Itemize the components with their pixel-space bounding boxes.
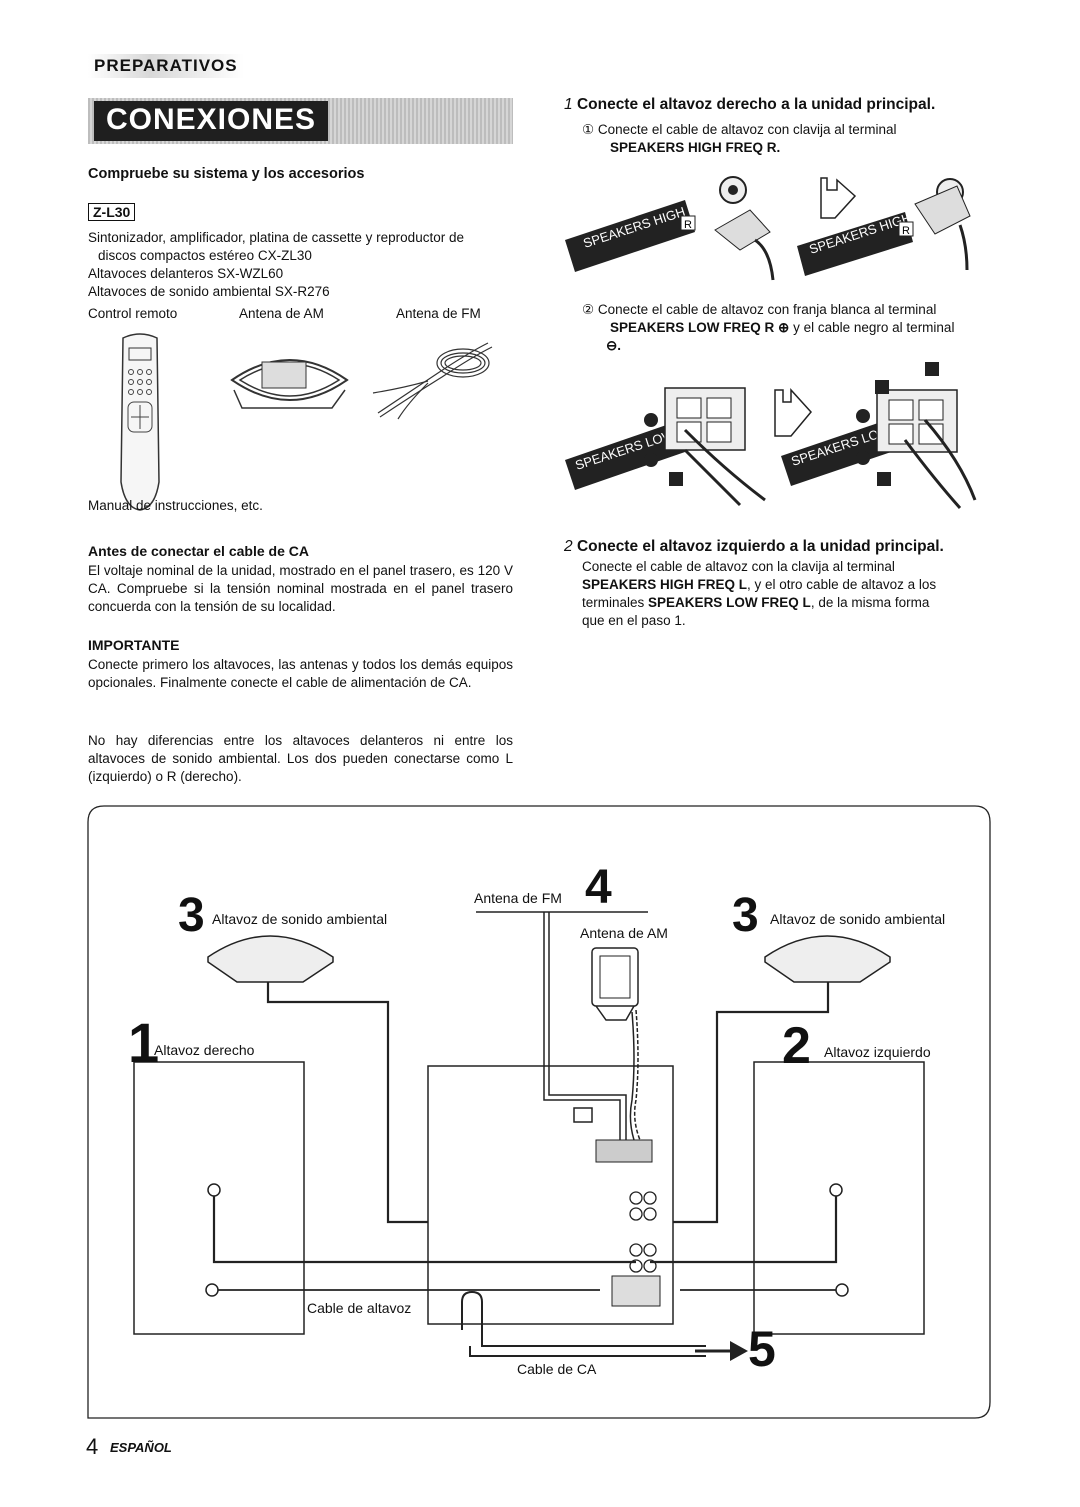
manual-line: Manual de instrucciones, etc.	[88, 498, 263, 513]
step-1-number: 1	[564, 96, 573, 113]
low-freq-connection-illustration: SPEAKERS LOW FREQ SPEAKERS LOW FREQ	[565, 362, 977, 509]
step-2-title: Conecte el altavoz izquierdo a la unidad…	[576, 538, 944, 555]
step-1a-marker: ①	[582, 122, 595, 137]
page-number: 4	[86, 1434, 99, 1459]
step-1b-text: Conecte el cable de altavoz con franja b…	[597, 302, 937, 317]
remote-control-illustration	[120, 333, 160, 511]
step-2-line-2-rest: , y el otro cable de altavoz a los	[747, 577, 937, 592]
step-2-line-3: terminales SPEAKERS LOW FREQ L, de la mi…	[582, 594, 990, 612]
r-mark-2: R	[902, 225, 910, 237]
step-2-number: 2	[564, 538, 573, 555]
high-freq-connection-illustration: SPEAKERS HIGH FREQ R SPEAKERS HIGH FREQ …	[565, 176, 971, 281]
step-1b: ② Conecte el cable de altavoz con franja…	[582, 301, 990, 319]
diagram-frame	[87, 805, 991, 1419]
system-line-2: discos compactos estéreo CX-ZL30	[98, 248, 312, 263]
model-badge: Z-L30	[88, 203, 136, 221]
step-2-high-terminal: SPEAKERS HIGH FREQ L	[582, 577, 748, 592]
step-2-line-2: SPEAKERS HIGH FREQ L, y el otro cable de…	[582, 576, 990, 594]
left-speaker-number: 2	[782, 1017, 811, 1075]
surround-left-label: Altavoz de sonido ambiental	[770, 911, 946, 927]
fm-antenna-illustration	[372, 342, 493, 420]
right-speaker-label: Altavoz derecho	[154, 1042, 255, 1058]
am-antenna	[591, 947, 639, 1007]
right-speaker-number: 1	[128, 1011, 160, 1074]
note-text: No hay diferencias entre los altavoces d…	[88, 733, 513, 784]
step-2-line-3-pre: terminales	[582, 595, 645, 610]
front-speakers-line: Altavoces delanteros SX-WZL60	[88, 266, 284, 281]
step-2-line-4: que en el paso 1.	[582, 613, 686, 628]
step-1-heading: 1 Conecte el altavoz derecho a la unidad…	[564, 96, 935, 114]
system-contents: Sintonizador, amplificador, platina de c…	[88, 229, 516, 301]
am-antenna-label: Antena de AM	[580, 925, 668, 941]
arrow-icon	[820, 177, 857, 219]
before-text: El voltaje nominal de la unidad, mostrad…	[88, 563, 513, 614]
step-2-text: Conecte el cable de altavoz con la clavi…	[582, 558, 990, 630]
fm-antenna-number: 4	[585, 861, 612, 914]
important-text: Conecte primero los altavoces, las anten…	[88, 657, 513, 690]
surround-speakers-line: Altavoces de sonido ambiental SX-R276	[88, 284, 330, 299]
title-banner: CONEXIONES	[88, 98, 513, 144]
before-heading: Antes de conectar el cable de CA	[88, 543, 309, 559]
important-heading: IMPORTANTE	[88, 637, 180, 653]
surround-right-number: 3	[178, 889, 205, 942]
surround-speaker-right	[207, 935, 334, 983]
step-1a-text: Conecte el cable de altavoz con clavija …	[597, 122, 897, 137]
plus-icon: ⊕	[778, 320, 790, 335]
step-2-line-1: Conecte el cable de altavoz con la clavi…	[582, 559, 895, 574]
surround-left-number: 3	[732, 889, 759, 942]
am-antenna-illustration	[230, 359, 349, 409]
fm-antenna-label: Antena de FM	[474, 890, 562, 906]
step-1b-line-2: SPEAKERS LOW FREQ R ⊕ y el cable negro a…	[610, 319, 954, 337]
speaker-cable-label: Cable de altavoz	[307, 1300, 412, 1316]
arrow-icon-2	[774, 388, 812, 437]
step-1a: ① Conecte el cable de altavoz con clavij…	[582, 121, 990, 139]
section-label: PREPARATIVOS	[88, 54, 244, 78]
step-1b-rest: y el cable negro al terminal	[793, 320, 955, 335]
left-speaker-label: Altavoz izquierdo	[824, 1044, 931, 1060]
front-speaker-right	[133, 1061, 305, 1335]
step-1b-marker: ②	[582, 302, 595, 317]
step-2-low-terminal: SPEAKERS LOW FREQ L	[648, 595, 811, 610]
accessory-remote-label: Control remoto	[88, 306, 178, 321]
ac-cable-number: 5	[748, 1321, 776, 1377]
surround-speaker-left	[764, 935, 891, 983]
ac-cable-label: Cable de CA	[517, 1361, 597, 1377]
system-line-1: Sintonizador, amplificador, platina de c…	[88, 230, 464, 245]
step-1-title: Conecte el altavoz derecho a la unidad p…	[576, 96, 936, 113]
footer-language: ESPAÑOL	[110, 1440, 172, 1455]
minus-icon: ⊖.	[606, 338, 622, 353]
r-mark-1: R	[684, 219, 692, 231]
step-2-line-3-rest: , de la misma forma	[810, 595, 930, 610]
accessory-am-label: Antena de AM	[239, 306, 324, 321]
accessory-fm-label: Antena de FM	[396, 306, 481, 321]
check-heading: Compruebe su sistema y los accesorios	[88, 166, 365, 182]
step-2-heading: 2 Conecte el altavoz izquierdo a la unid…	[564, 538, 944, 556]
surround-right-label: Altavoz de sonido ambiental	[212, 911, 388, 927]
step-1b-terminal: SPEAKERS LOW FREQ R	[610, 320, 775, 335]
page-title: CONEXIONES	[94, 101, 329, 141]
step-1a-terminal: SPEAKERS HIGH FREQ R.	[610, 140, 781, 155]
